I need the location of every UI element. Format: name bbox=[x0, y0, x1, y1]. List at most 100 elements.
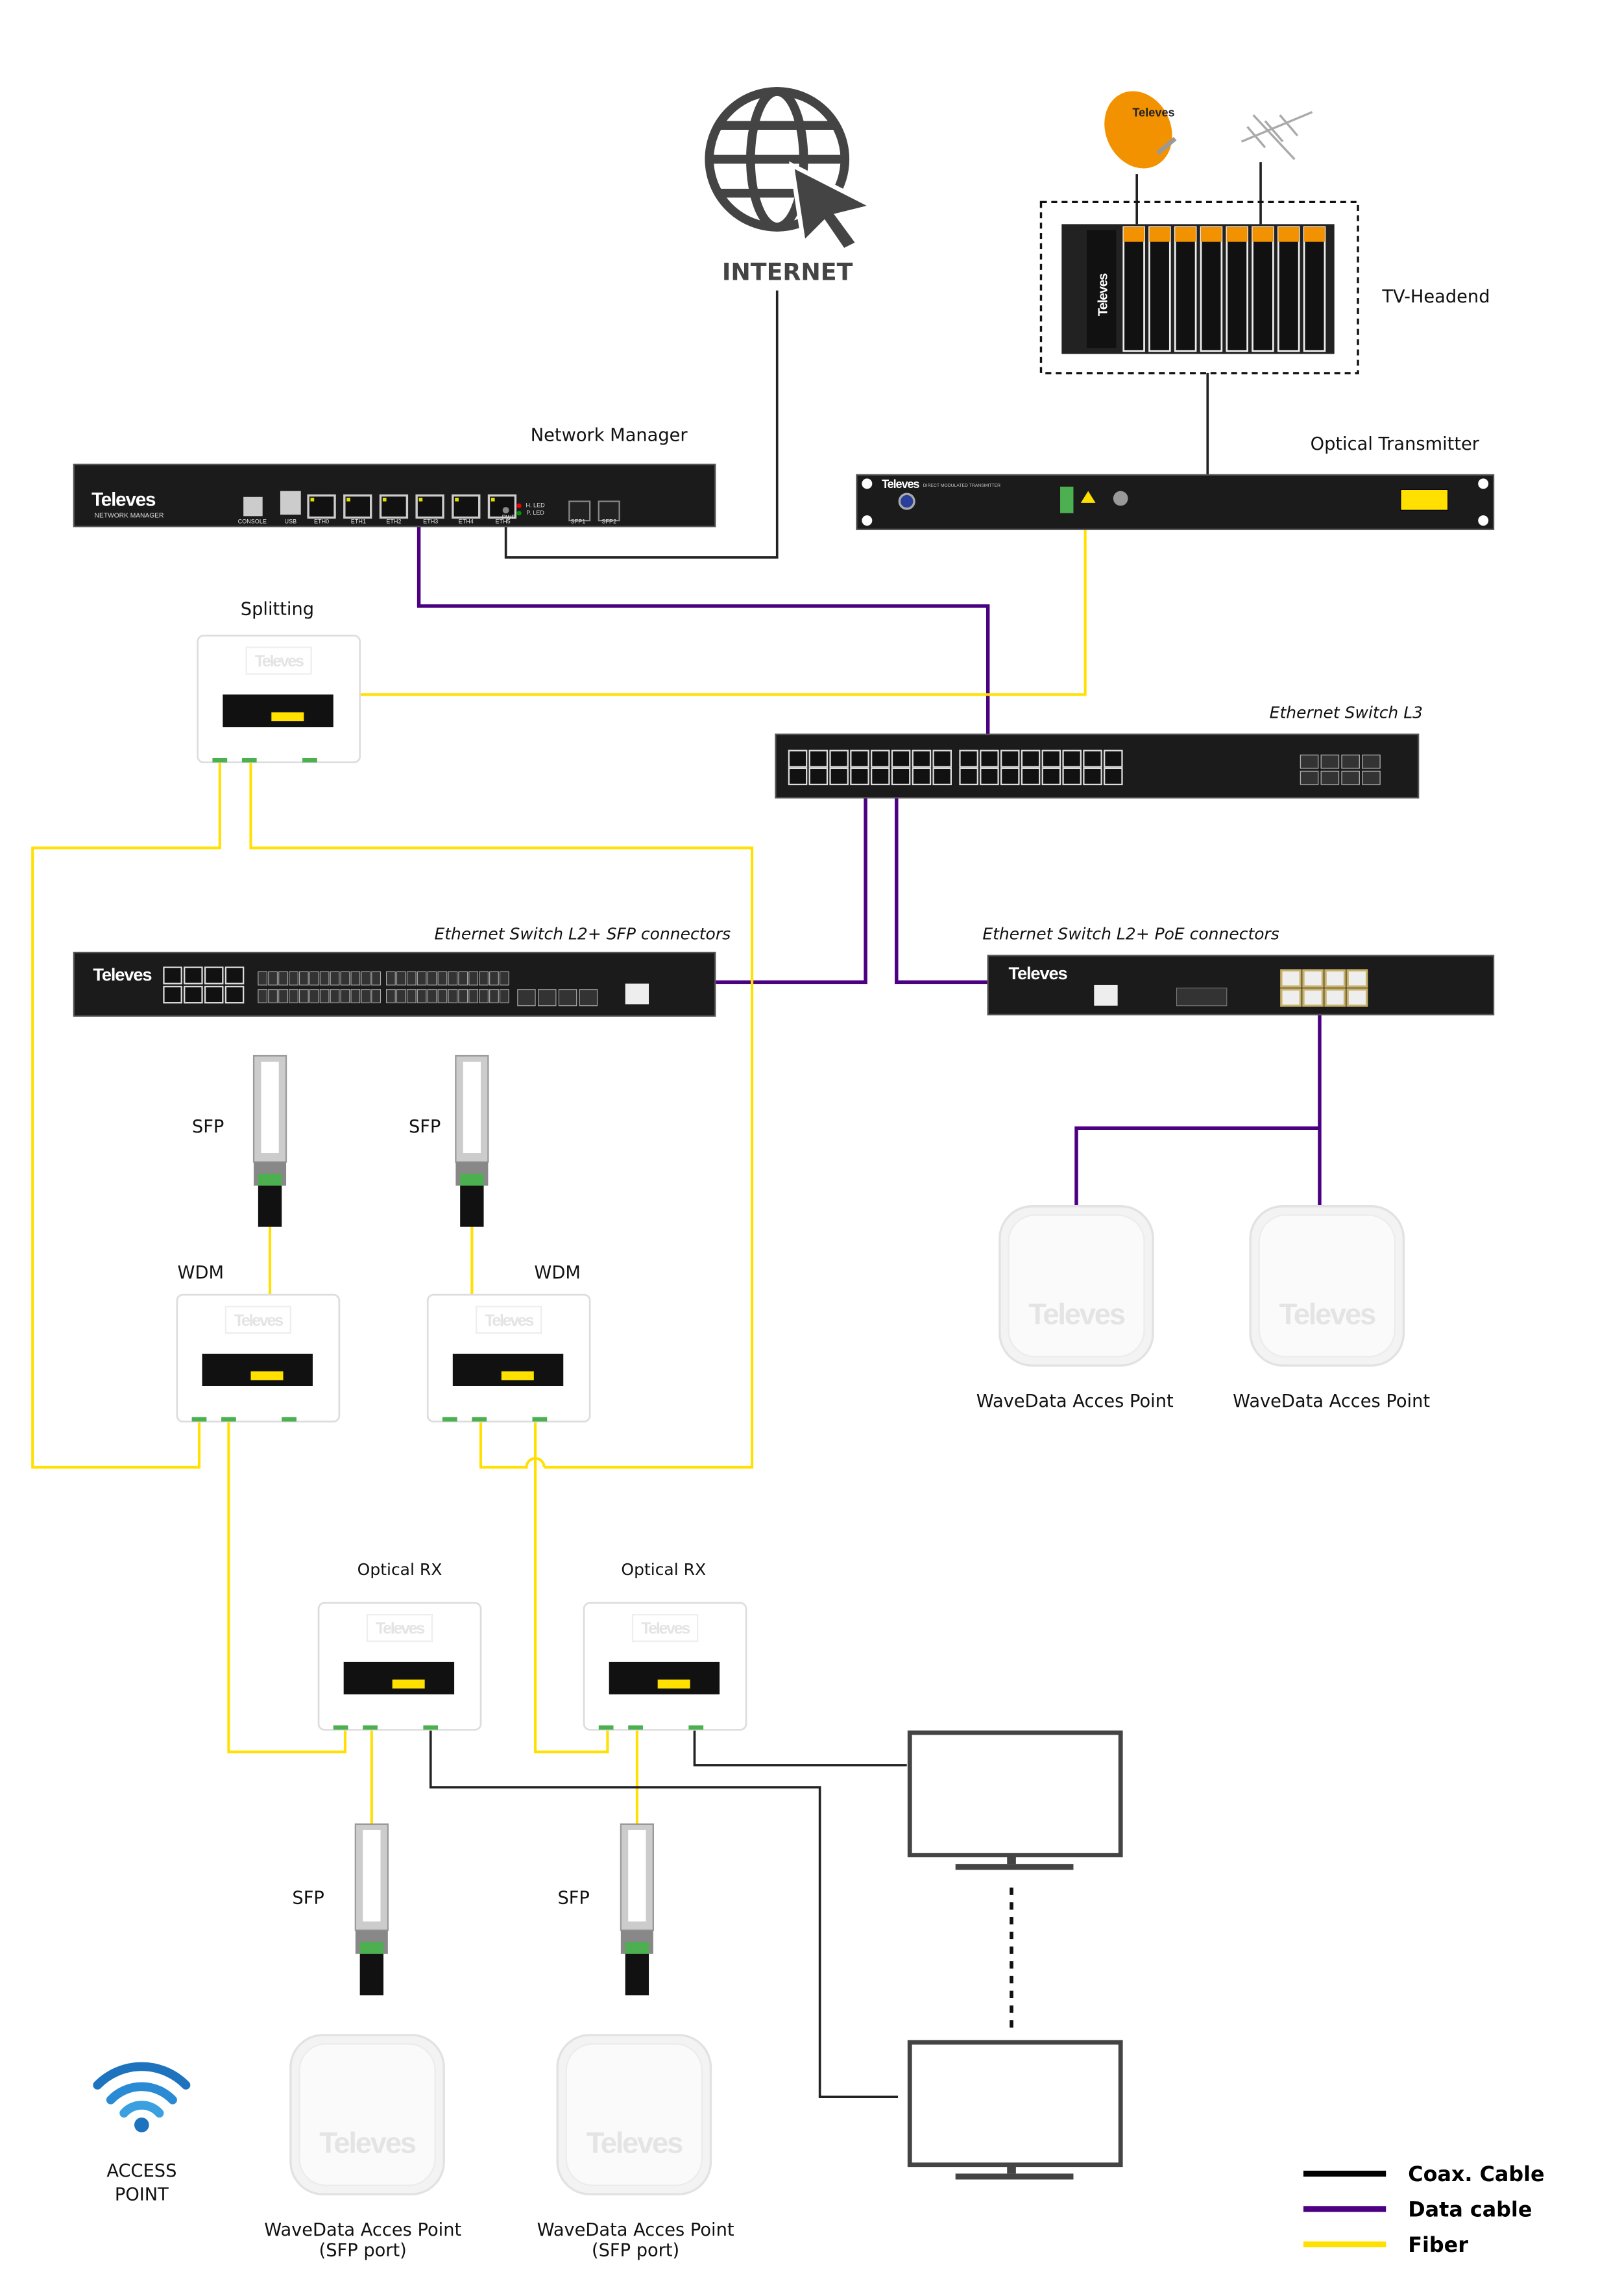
headend-module-top bbox=[1149, 226, 1170, 242]
box-brand-logo: Televes bbox=[255, 652, 304, 670]
sfp-latch bbox=[463, 1062, 481, 1153]
l2-uplink-port bbox=[517, 989, 536, 1007]
l3-rj45-port bbox=[912, 750, 932, 768]
l2-sfp-port bbox=[406, 989, 417, 1003]
headend-box bbox=[1039, 201, 1359, 374]
l3-rj45-port bbox=[1021, 750, 1041, 768]
l2-sfp-port bbox=[427, 971, 437, 986]
headend-module bbox=[1122, 226, 1145, 352]
eth-led bbox=[418, 497, 423, 502]
l2-sfp-port bbox=[458, 971, 468, 986]
legend-label-data: Data cable bbox=[1408, 2197, 1532, 2221]
l3-rj45-port bbox=[829, 750, 849, 768]
l3-rj45-port bbox=[808, 767, 829, 786]
headend-module-top bbox=[1278, 226, 1300, 242]
internet-label: INTERNET bbox=[722, 258, 853, 286]
svg-text:Televes: Televes bbox=[1008, 963, 1067, 983]
nm-port-label: USB bbox=[285, 519, 297, 525]
sfp-module-2 bbox=[455, 1055, 489, 1227]
l2-sfp-port bbox=[489, 971, 499, 986]
l2-sfp-port bbox=[309, 989, 319, 1003]
box-port bbox=[221, 1417, 236, 1422]
l2-sfp-port bbox=[386, 989, 396, 1003]
box-port bbox=[472, 1417, 487, 1422]
optical-rx-label-2: Optical RX bbox=[621, 1560, 706, 1579]
l3-rj45-port bbox=[932, 750, 952, 768]
l2-uplink-port bbox=[579, 989, 598, 1007]
l3-rj45-port bbox=[891, 750, 911, 768]
l2-sfp-port bbox=[396, 989, 406, 1003]
ap-poe-label-2: WaveData Acces Point bbox=[1233, 1391, 1430, 1411]
console-port bbox=[243, 496, 263, 517]
l2-sfp-port bbox=[330, 971, 340, 986]
sfp-latch bbox=[628, 1829, 646, 1922]
l3-rj45-port bbox=[829, 767, 849, 786]
coax-rx2-to-tv1 bbox=[693, 1729, 907, 1766]
box-label-plate bbox=[452, 1353, 564, 1386]
ap-sfp-2: Televes bbox=[556, 2034, 712, 2195]
fiber-wdm1-to-rx1 bbox=[227, 1421, 346, 1753]
sfp-green-tag bbox=[625, 1942, 649, 1954]
l2-sfp-port bbox=[258, 971, 268, 986]
svg-text:Televes: Televes bbox=[882, 478, 919, 491]
nm-port-label: ETH3 bbox=[423, 519, 438, 525]
box-label-plate bbox=[223, 694, 333, 727]
l2-sfp-port bbox=[448, 989, 458, 1003]
poe-port bbox=[1280, 988, 1302, 1007]
box-label-plate bbox=[609, 1661, 720, 1694]
l2-rj45-port bbox=[163, 986, 182, 1004]
nm-port-label: PWR bbox=[502, 514, 516, 520]
ap-sfp-sublabel-1: (SFP port) bbox=[319, 2241, 407, 2261]
sfp-label-3: SFP bbox=[292, 1888, 324, 1909]
network-manager-label: Network Manager bbox=[531, 425, 688, 445]
l2-rj45-port bbox=[184, 966, 203, 984]
poe-port bbox=[1346, 969, 1368, 988]
sfp-label-4: SFP bbox=[557, 1888, 589, 1909]
l2-sfp-port bbox=[330, 989, 340, 1003]
l2-uplink-port bbox=[558, 989, 577, 1007]
l3-rj45-port bbox=[912, 767, 932, 786]
fiber-splitter-to-wdm2-b bbox=[479, 1421, 546, 1469]
headend-module bbox=[1303, 226, 1326, 352]
l3-rj45-port bbox=[932, 767, 952, 786]
box-port bbox=[333, 1725, 348, 1730]
nm-port-label: ETH0 bbox=[314, 519, 329, 525]
box-port bbox=[423, 1725, 439, 1730]
headend-module bbox=[1200, 226, 1223, 352]
poe-port bbox=[1346, 988, 1368, 1007]
legend-label-coax: Coax. Cable bbox=[1408, 2162, 1544, 2186]
box-port bbox=[302, 757, 317, 763]
wifi-icon bbox=[93, 2062, 191, 2132]
eth-led bbox=[382, 497, 387, 502]
l2-sfp-port bbox=[350, 971, 361, 986]
box-port bbox=[532, 1417, 548, 1422]
box-port bbox=[191, 1417, 207, 1422]
l2-sfp-port bbox=[448, 971, 458, 986]
nm-port-label: ETH2 bbox=[386, 519, 401, 525]
eth-port bbox=[452, 494, 481, 519]
l3-rj45-port bbox=[788, 750, 808, 768]
switch-l3-label: Ethernet Switch L3 bbox=[1270, 703, 1423, 722]
l3-rj45-port bbox=[1021, 767, 1041, 786]
cursor-icon bbox=[789, 161, 880, 254]
laser-warning-label bbox=[271, 712, 304, 722]
nm-port-label: SFP2 bbox=[601, 519, 616, 525]
sfp-cable-boot bbox=[625, 1953, 649, 1996]
l3-rj45-port bbox=[1041, 767, 1061, 786]
ap-sfp-label-1: WaveData Acces Point bbox=[264, 2220, 461, 2240]
l2-rj45-port bbox=[163, 966, 182, 984]
box-brand-logo: Televes bbox=[234, 1312, 283, 1330]
l3-sfp-port bbox=[1362, 754, 1381, 769]
wdm-label-1: WDM bbox=[178, 1263, 224, 1283]
optical-transmitter-device: Televes DIRECT MODULATED TRANSMITTER bbox=[856, 474, 1495, 530]
sfp-green-tag bbox=[359, 1942, 384, 1954]
box-port bbox=[282, 1417, 297, 1422]
sfp-label-2: SFP bbox=[409, 1117, 441, 1137]
poe-port bbox=[1302, 988, 1324, 1007]
l3-rj45-port bbox=[1000, 750, 1020, 768]
box-label-plate bbox=[343, 1661, 455, 1694]
l3-rj45-port bbox=[980, 750, 999, 768]
power-led bbox=[502, 507, 509, 514]
headend-module bbox=[1174, 226, 1197, 352]
